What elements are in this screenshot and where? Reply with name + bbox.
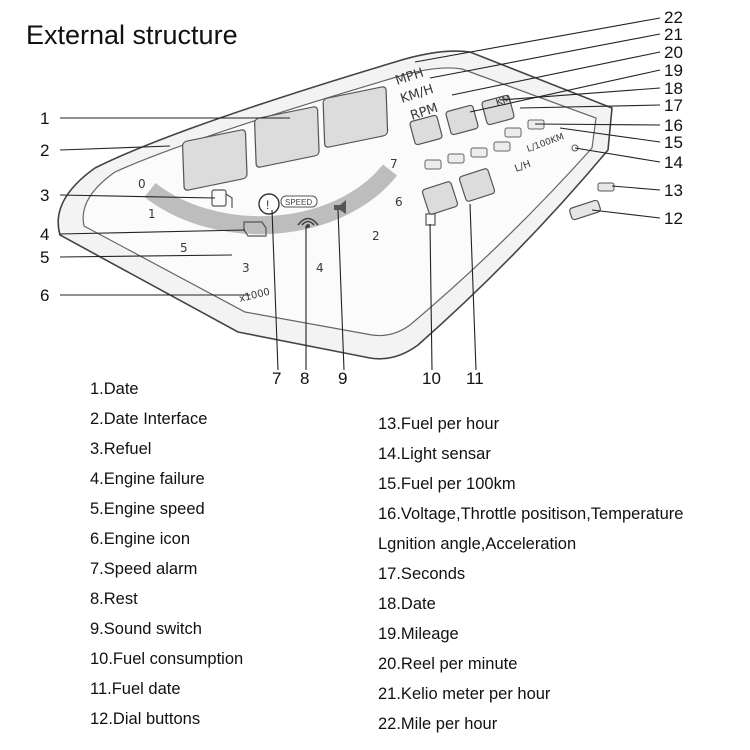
callout-22: 22 [664,8,683,27]
light-sensor-housing [597,182,615,192]
callout-numbers: 1 2 3 4 5 6 7 8 9 10 11 12 13 14 15 16 1… [40,8,683,388]
callout-21: 21 [664,25,683,44]
callout-1: 1 [40,109,49,128]
legend-item: 20.Reel per minute [378,655,518,673]
gauge-tick: 1 [148,207,156,221]
sound-switch-icon[interactable] [334,200,346,214]
legend-item: 12.Dial buttons [90,710,201,728]
callout-5: 5 [40,248,49,267]
gauge-tick: 4 [316,261,324,275]
engine-speed-gauge [144,164,398,235]
legend-item: 11.Fuel date [90,680,181,698]
legend-item: 22.Mile per hour [378,715,498,733]
leader-line-20 [451,51,661,96]
leader-line-4 [59,229,246,235]
callout-3: 3 [40,186,49,205]
leader-line-11 [469,203,477,371]
leader-line-19 [469,69,661,113]
leader-line-3 [59,194,216,199]
gauge-tick: 3 [242,261,250,275]
legend-left: 1.Date 2.Date Interface 3.Refuel 4.Engin… [90,374,243,734]
leader-line-16 [534,123,661,126]
callout-16: 16 [664,116,683,135]
callout-9: 9 [338,369,347,388]
gauge-tick: 0 [138,177,146,191]
leader-line-18 [499,87,661,101]
legend-item: 17.Seconds [378,565,466,583]
unit-lh-label: L/H [513,159,532,175]
callout-14: 14 [664,153,683,172]
callout-6: 6 [40,286,49,305]
legend-item: 4.Engine failure [90,470,205,488]
speed-digits [181,86,389,191]
dial-buttons[interactable] [569,199,601,221]
gauge-tick: 2 [372,229,380,243]
leader-line-15 [559,127,661,143]
legend-item: Lgnition angle,Acceleration [378,535,577,553]
legend-item: 13.Fuel per hour [378,415,500,433]
callout-8: 8 [300,369,309,388]
legend-item: 1.Date [90,380,139,398]
legend-item: 8.Rest [90,590,138,608]
callout-20: 20 [664,43,683,62]
leader-line-10 [429,223,433,371]
leader-line-9 [337,209,345,371]
legend-item: 15.Fuel per 100km [378,475,516,493]
status-blocks [424,119,545,170]
leader-line-13 [611,185,661,191]
legend-item: 3.Refuel [90,440,152,458]
leader-line-21 [429,33,661,79]
callout-17: 17 [664,96,683,115]
legend-item: 19.Mileage [378,625,459,643]
callout-18: 18 [664,79,683,98]
callout-19: 19 [664,61,683,80]
leader-line-5 [59,254,233,258]
gauge-ticks: 0 1 2 3 4 5 6 7 [138,157,403,275]
hud-device: MPH KM/H RPM KM L/100KM L/H x1000 0 1 2 … [57,50,615,360]
leader-line-12 [591,209,661,219]
rest-icon [297,217,319,228]
leader-line-17 [519,104,661,109]
legend-item: 10.Fuel consumption [90,650,244,668]
leader-line-22 [414,17,661,63]
legend-item: 9.Sound switch [90,620,202,638]
legend-right: 13.Fuel per hour 14.Light sensar 15.Fuel… [378,409,683,739]
mileage-digits [409,94,515,146]
gauge-tick: 6 [395,195,403,209]
legend-item: 5.Engine speed [90,500,205,518]
speed-alarm-label: SPEED [285,198,312,207]
page-title: External structure [26,20,238,50]
callout-11: 11 [466,369,484,388]
fuel-digits [421,168,496,215]
leader-line-14 [574,147,661,163]
leader-line-7 [271,209,279,371]
gauge-tick: 7 [390,157,398,171]
callout-12: 12 [664,209,683,228]
legend-item: 18.Date [378,595,436,613]
legend-item: 2.Date Interface [90,410,208,428]
callout-4: 4 [40,225,49,244]
gauge-tick: 5 [180,241,188,255]
legend-item: 16.Voltage,Throttle positison,Temperatur… [378,505,684,523]
leader-lines [59,17,661,371]
callout-2: 2 [40,141,49,160]
callout-10: 10 [422,369,441,388]
callout-13: 13 [664,181,683,200]
legend-item: 21.Kelio meter per hour [378,685,551,703]
callout-7: 7 [272,369,281,388]
legend-item: 6.Engine icon [90,530,190,548]
callout-15: 15 [664,133,683,152]
svg-text:!: ! [266,198,269,212]
legend-item: 7.Speed alarm [90,560,198,578]
leader-line-2 [59,145,171,151]
speed-alarm-icon: ! SPEED [258,193,318,215]
legend-item: 14.Light sensar [378,445,491,463]
